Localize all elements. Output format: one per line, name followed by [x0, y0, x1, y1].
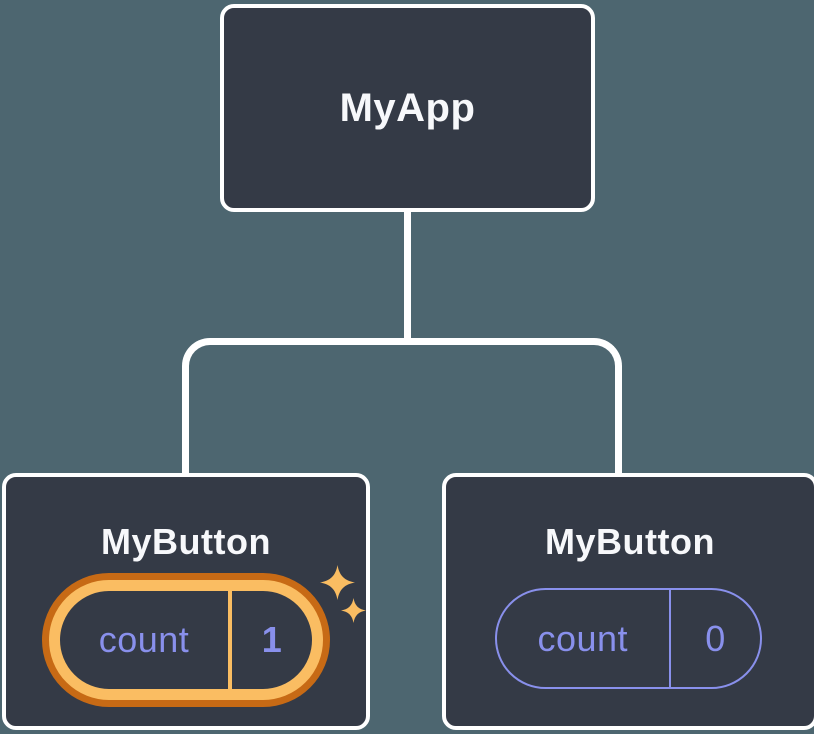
state-pill-highlighted: count 1 — [42, 573, 330, 707]
state-pill-body: count 1 — [49, 580, 323, 700]
sparkle-icon-small — [341, 598, 366, 623]
node-myapp: MyApp — [220, 4, 595, 212]
node-mybutton-1-label: MyButton — [101, 521, 271, 562]
sparkle-icon-large — [320, 565, 355, 600]
node-mybutton-1: MyButton count 1 — [2, 473, 370, 730]
node-mybutton-2: MyButton count 0 — [442, 473, 814, 730]
connector-root-stem — [404, 208, 411, 345]
node-myapp-label: MyApp — [339, 85, 476, 130]
connector-branch — [182, 338, 622, 478]
state-pill: count 0 — [495, 588, 762, 689]
state-value: 1 — [261, 619, 283, 660]
pill-divider — [668, 590, 671, 687]
state-value: 0 — [705, 617, 726, 659]
state-key-label: count — [98, 619, 190, 660]
state-key-label: count — [537, 617, 629, 659]
pill-divider — [228, 591, 232, 689]
node-mybutton-2-label: MyButton — [545, 521, 715, 562]
